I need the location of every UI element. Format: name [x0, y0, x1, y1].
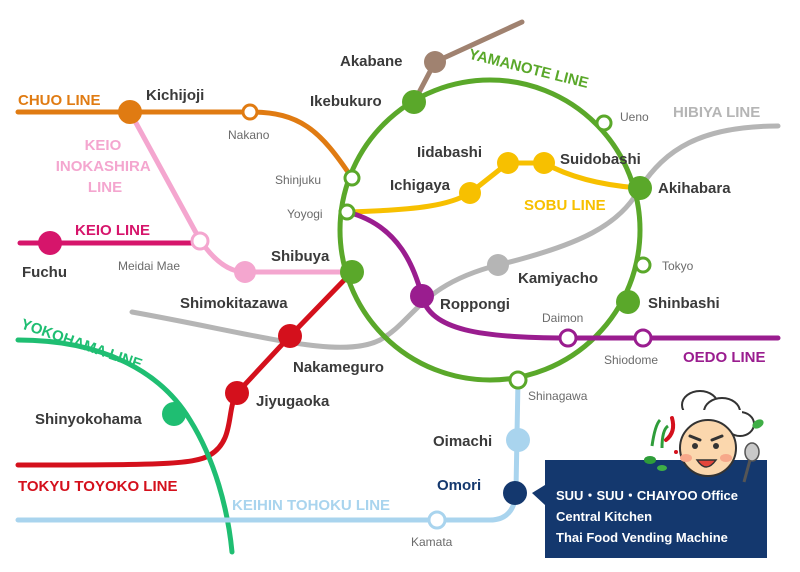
sobu-line-track — [344, 160, 643, 215]
office-callout-pointer — [532, 485, 545, 505]
station-nakameguro-marker[interactable] — [278, 324, 302, 348]
station-shinbashi-marker[interactable] — [616, 290, 640, 314]
yamanote-line-track — [337, 77, 643, 383]
office-info-line3: Thai Food Vending Machine — [556, 530, 728, 545]
yokohama-line-label: YOKOHAMA LINE — [19, 316, 145, 373]
station-kamiyacho-marker[interactable] — [487, 254, 509, 276]
station-shiodome-label: Shiodome — [604, 353, 658, 367]
station-iidabashi-marker[interactable] — [497, 152, 519, 174]
station-yoyogi-marker[interactable] — [338, 203, 356, 221]
station-nakameguro-label: Nakameguro — [293, 359, 384, 376]
station-shibuya-pink-marker[interactable] — [234, 261, 256, 283]
station-kamata-marker[interactable] — [427, 510, 447, 530]
office-info-line1: SUU・SUU・CHAIYOO Office — [556, 488, 738, 503]
station-suidobashi-marker[interactable] — [533, 152, 555, 174]
toyoko-line-label: TOKYU TOYOKO LINE — [18, 478, 177, 495]
station-kamiyacho-label: Kamiyacho — [518, 270, 598, 287]
station-ichigaya-label: Ichigaya — [390, 177, 451, 194]
hibiya-line-label: HIBIYA LINE — [673, 104, 760, 121]
station-shinyokohama-marker[interactable] — [162, 402, 186, 426]
station-shibuya-marker[interactable] — [340, 260, 364, 284]
station-kichijoji-label: Kichijoji — [146, 87, 204, 104]
station-jiyugaoka-marker[interactable] — [225, 381, 249, 405]
station-daimon-marker[interactable] — [558, 328, 578, 348]
station-roppongi-label: Roppongi — [440, 296, 510, 313]
station-tokyo-label: Tokyo — [662, 259, 694, 273]
station-shimokitazawa-label: Shimokitazawa — [180, 295, 288, 312]
station-nakano-marker[interactable] — [241, 103, 259, 121]
keio-inokashira-line-label: KEIO INOKASHIRA LINE — [56, 137, 155, 196]
yokohama-line-track — [15, 337, 235, 555]
station-kamata-label: Kamata — [411, 535, 453, 549]
station-akihabara-label: Akihabara — [658, 180, 731, 197]
chuo-line-label: CHUO LINE — [18, 92, 101, 109]
oedo-line-label: OEDO LINE — [683, 349, 766, 366]
station-ueno-marker[interactable] — [595, 114, 613, 132]
station-meidai-mae-label: Meidai Mae — [118, 259, 180, 273]
station-kichijoji-marker[interactable] — [118, 100, 142, 124]
station-shinagawa-label: Shinagawa — [528, 389, 588, 403]
station-oimachi-marker[interactable] — [506, 428, 530, 452]
office-info-box — [545, 460, 767, 558]
station-shinagawa-marker[interactable] — [508, 370, 528, 390]
station-yoyogi-label: Yoyogi — [287, 207, 323, 221]
station-suidobashi-label: Suidobashi — [560, 151, 641, 168]
station-daimon-label: Daimon — [542, 311, 583, 325]
chef-mascot-icon — [644, 390, 764, 483]
keio-line-label: KEIO LINE — [75, 222, 150, 239]
station-fuchu-label: Fuchu — [22, 264, 67, 281]
station-meidai-mae-marker[interactable] — [190, 231, 210, 251]
station-akihabara-marker[interactable] — [628, 176, 652, 200]
keihin-tohoku-line-label: KEIHIN TOHOKU LINE — [232, 497, 390, 514]
station-shinbashi-label: Shinbashi — [648, 295, 720, 312]
office-info-line2: Central Kitchen — [556, 509, 652, 524]
station-fuchu-marker[interactable] — [38, 231, 62, 255]
station-ikebukuro-marker[interactable] — [402, 90, 426, 114]
station-shinjuku-marker[interactable] — [343, 169, 361, 187]
station-akabane-label: Akabane — [340, 53, 403, 70]
station-tokyo-marker[interactable] — [634, 256, 652, 274]
station-shinjuku-label: Shinjuku — [275, 173, 321, 187]
station-roppongi-marker[interactable] — [410, 284, 434, 308]
station-iidabashi-label: Iidabashi — [417, 144, 482, 161]
station-shinyokohama-label: Shinyokohama — [35, 411, 142, 428]
station-omori-marker[interactable] — [503, 481, 527, 505]
station-jiyugaoka-label: Jiyugaoka — [256, 393, 330, 410]
station-oimachi-label: Oimachi — [433, 433, 492, 450]
station-shibuya-label: Shibuya — [271, 248, 330, 265]
station-ikebukuro-label: Ikebukuro — [310, 93, 382, 110]
station-nakano-label: Nakano — [228, 128, 270, 142]
station-ueno-label: Ueno — [620, 110, 649, 124]
station-ichigaya-marker[interactable] — [459, 182, 481, 204]
station-omori-label: Omori — [437, 477, 481, 494]
station-akabane-marker[interactable] — [424, 51, 446, 73]
sobu-line-label: SOBU LINE — [524, 197, 606, 214]
station-shiodome-marker[interactable] — [633, 328, 653, 348]
